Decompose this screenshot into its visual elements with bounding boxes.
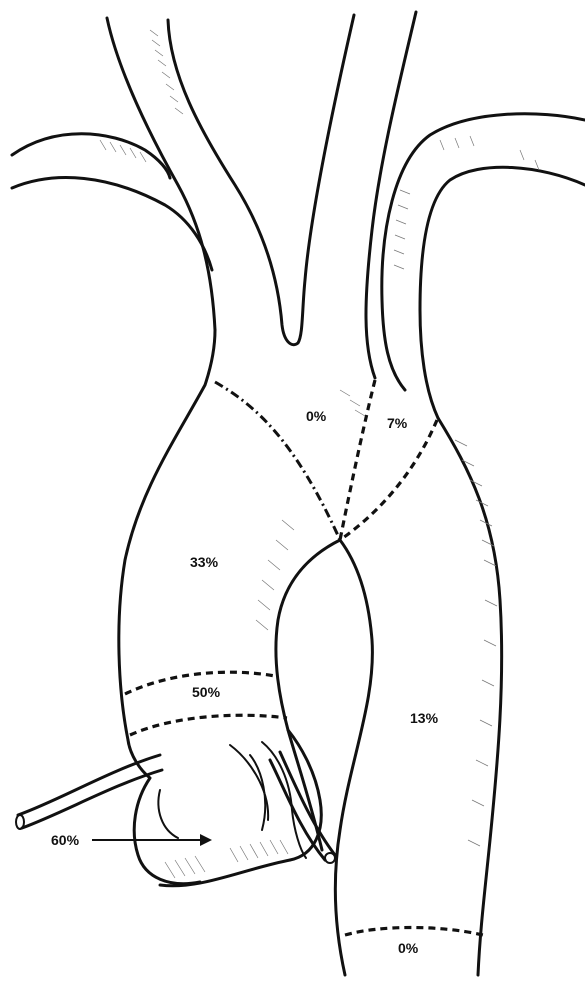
left-subclavian-artery xyxy=(366,12,585,418)
boundary-arch-mid xyxy=(340,380,375,540)
root-arrow xyxy=(92,834,212,846)
boundary-arch-end xyxy=(340,420,437,540)
label-zone-ascending-upper: 33% xyxy=(190,554,219,570)
label-zone-root: 60% xyxy=(51,832,80,848)
boundary-ascending-lower xyxy=(130,715,287,735)
boundary-arch-start xyxy=(215,382,340,540)
carotid-artery xyxy=(107,15,354,345)
zone-boundaries xyxy=(125,380,483,935)
label-zone-descending: 13% xyxy=(410,710,439,726)
descending-aorta-wall xyxy=(438,418,502,975)
arrowhead-icon xyxy=(200,834,212,846)
label-zone-arch-distal: 7% xyxy=(387,415,408,431)
right-coronary-artery xyxy=(270,752,335,863)
label-zone-descending-distal: 0% xyxy=(398,940,419,956)
label-zone-arch-proximal: 0% xyxy=(306,408,327,424)
boundary-descending-distal xyxy=(345,928,483,936)
aortic-arch-inner-curve xyxy=(276,540,373,975)
ascending-aorta-wall xyxy=(119,330,215,740)
brachiocephalic-branch xyxy=(12,134,212,270)
label-zone-ascending-lower: 50% xyxy=(192,684,221,700)
